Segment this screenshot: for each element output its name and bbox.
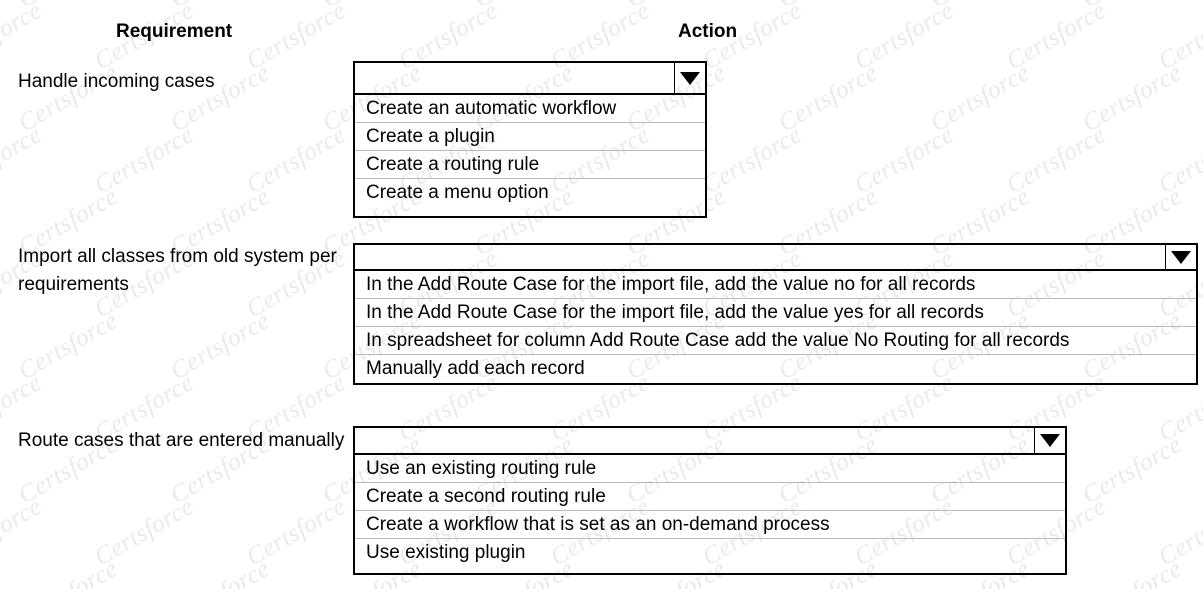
action-select-3-arrow-button[interactable] [1034, 428, 1065, 453]
caret-down-icon [1171, 250, 1191, 264]
action-option[interactable]: Create an automatic workflow [355, 95, 705, 123]
action-select-2[interactable] [353, 243, 1198, 270]
action-option[interactable]: Create a menu option [366, 182, 549, 203]
action-select-3-value [355, 428, 1065, 460]
action-option-list-2: In the Add Route Case for the import fil… [353, 270, 1198, 385]
action-option-list-1: Create an automatic workflow Create a pl… [353, 94, 707, 218]
action-select-1-value [355, 63, 705, 95]
action-option[interactable]: Use existing plugin [366, 542, 526, 563]
action-select-3[interactable] [353, 426, 1067, 454]
action-option-list-3: Use an existing routing rule Create a se… [353, 454, 1067, 575]
requirement-label-1: Handle incoming cases [18, 71, 215, 92]
action-option[interactable]: Create a second routing rule [355, 483, 1065, 511]
action-option[interactable]: In spreadsheet for column Add Route Case… [355, 327, 1196, 355]
action-select-2-value [355, 245, 1196, 277]
caret-down-icon [680, 71, 700, 85]
column-header-action: Action [678, 21, 738, 42]
action-dropdown-group-3: Use an existing routing rule Create a se… [353, 426, 1067, 575]
caret-down-icon [1040, 434, 1060, 447]
requirement-label-3: Route cases that are entered manually [18, 430, 345, 451]
action-option[interactable]: Create a routing rule [355, 151, 705, 179]
action-option[interactable]: Manually add each record [366, 358, 585, 379]
action-option[interactable]: In the Add Route Case for the import fil… [355, 271, 1196, 299]
action-select-1[interactable] [353, 61, 707, 94]
action-option[interactable]: Use an existing routing rule [355, 455, 1065, 483]
action-dropdown-group-2: In the Add Route Case for the import fil… [353, 243, 1198, 385]
action-dropdown-group-1: Create an automatic workflow Create a pl… [353, 61, 707, 218]
column-header-requirement: Requirement [116, 21, 233, 42]
requirement-label-2: Import all classes from old system per r… [18, 246, 337, 295]
action-option[interactable]: In the Add Route Case for the import fil… [355, 299, 1196, 327]
action-option[interactable]: Create a workflow that is set as an on-d… [355, 511, 1065, 539]
action-select-2-arrow-button[interactable] [1165, 245, 1196, 269]
action-option[interactable]: Create a plugin [355, 123, 705, 151]
action-select-1-arrow-button[interactable] [674, 63, 705, 93]
